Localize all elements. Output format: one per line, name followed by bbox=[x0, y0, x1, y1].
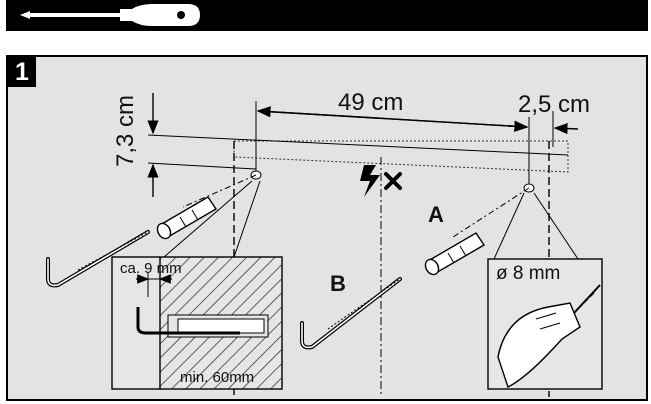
min-depth-label: min. 60mm bbox=[180, 369, 255, 386]
part-a-label: A bbox=[428, 202, 444, 227]
offset-top-label: 7,3 cm bbox=[112, 94, 139, 167]
header-bar bbox=[6, 0, 648, 31]
mounting-diagram bbox=[46, 93, 603, 397]
rail-outline bbox=[233, 140, 569, 173]
depth-hint-label: ca. 9 mm bbox=[120, 260, 182, 277]
drill-icon bbox=[497, 284, 601, 388]
hook-screw-right bbox=[300, 277, 402, 350]
wall-plug-left bbox=[156, 196, 217, 240]
hook-screw-left bbox=[46, 230, 150, 288]
offset-right-label: 2,5 cm bbox=[518, 91, 591, 118]
instruction-panel: 1 bbox=[6, 55, 648, 401]
wall-plug-right bbox=[424, 232, 485, 276]
no-electric-cable-icon bbox=[360, 165, 402, 197]
part-b-label: B bbox=[330, 271, 346, 296]
screwdriver-icon bbox=[20, 4, 200, 26]
step-number: 1 bbox=[8, 57, 36, 87]
depth-detail-box bbox=[111, 256, 283, 390]
drill-diameter-label: ø 8 mm bbox=[496, 263, 561, 284]
spacing-dimension-label: 49 cm bbox=[338, 89, 404, 116]
drill-detail-box bbox=[487, 258, 603, 390]
